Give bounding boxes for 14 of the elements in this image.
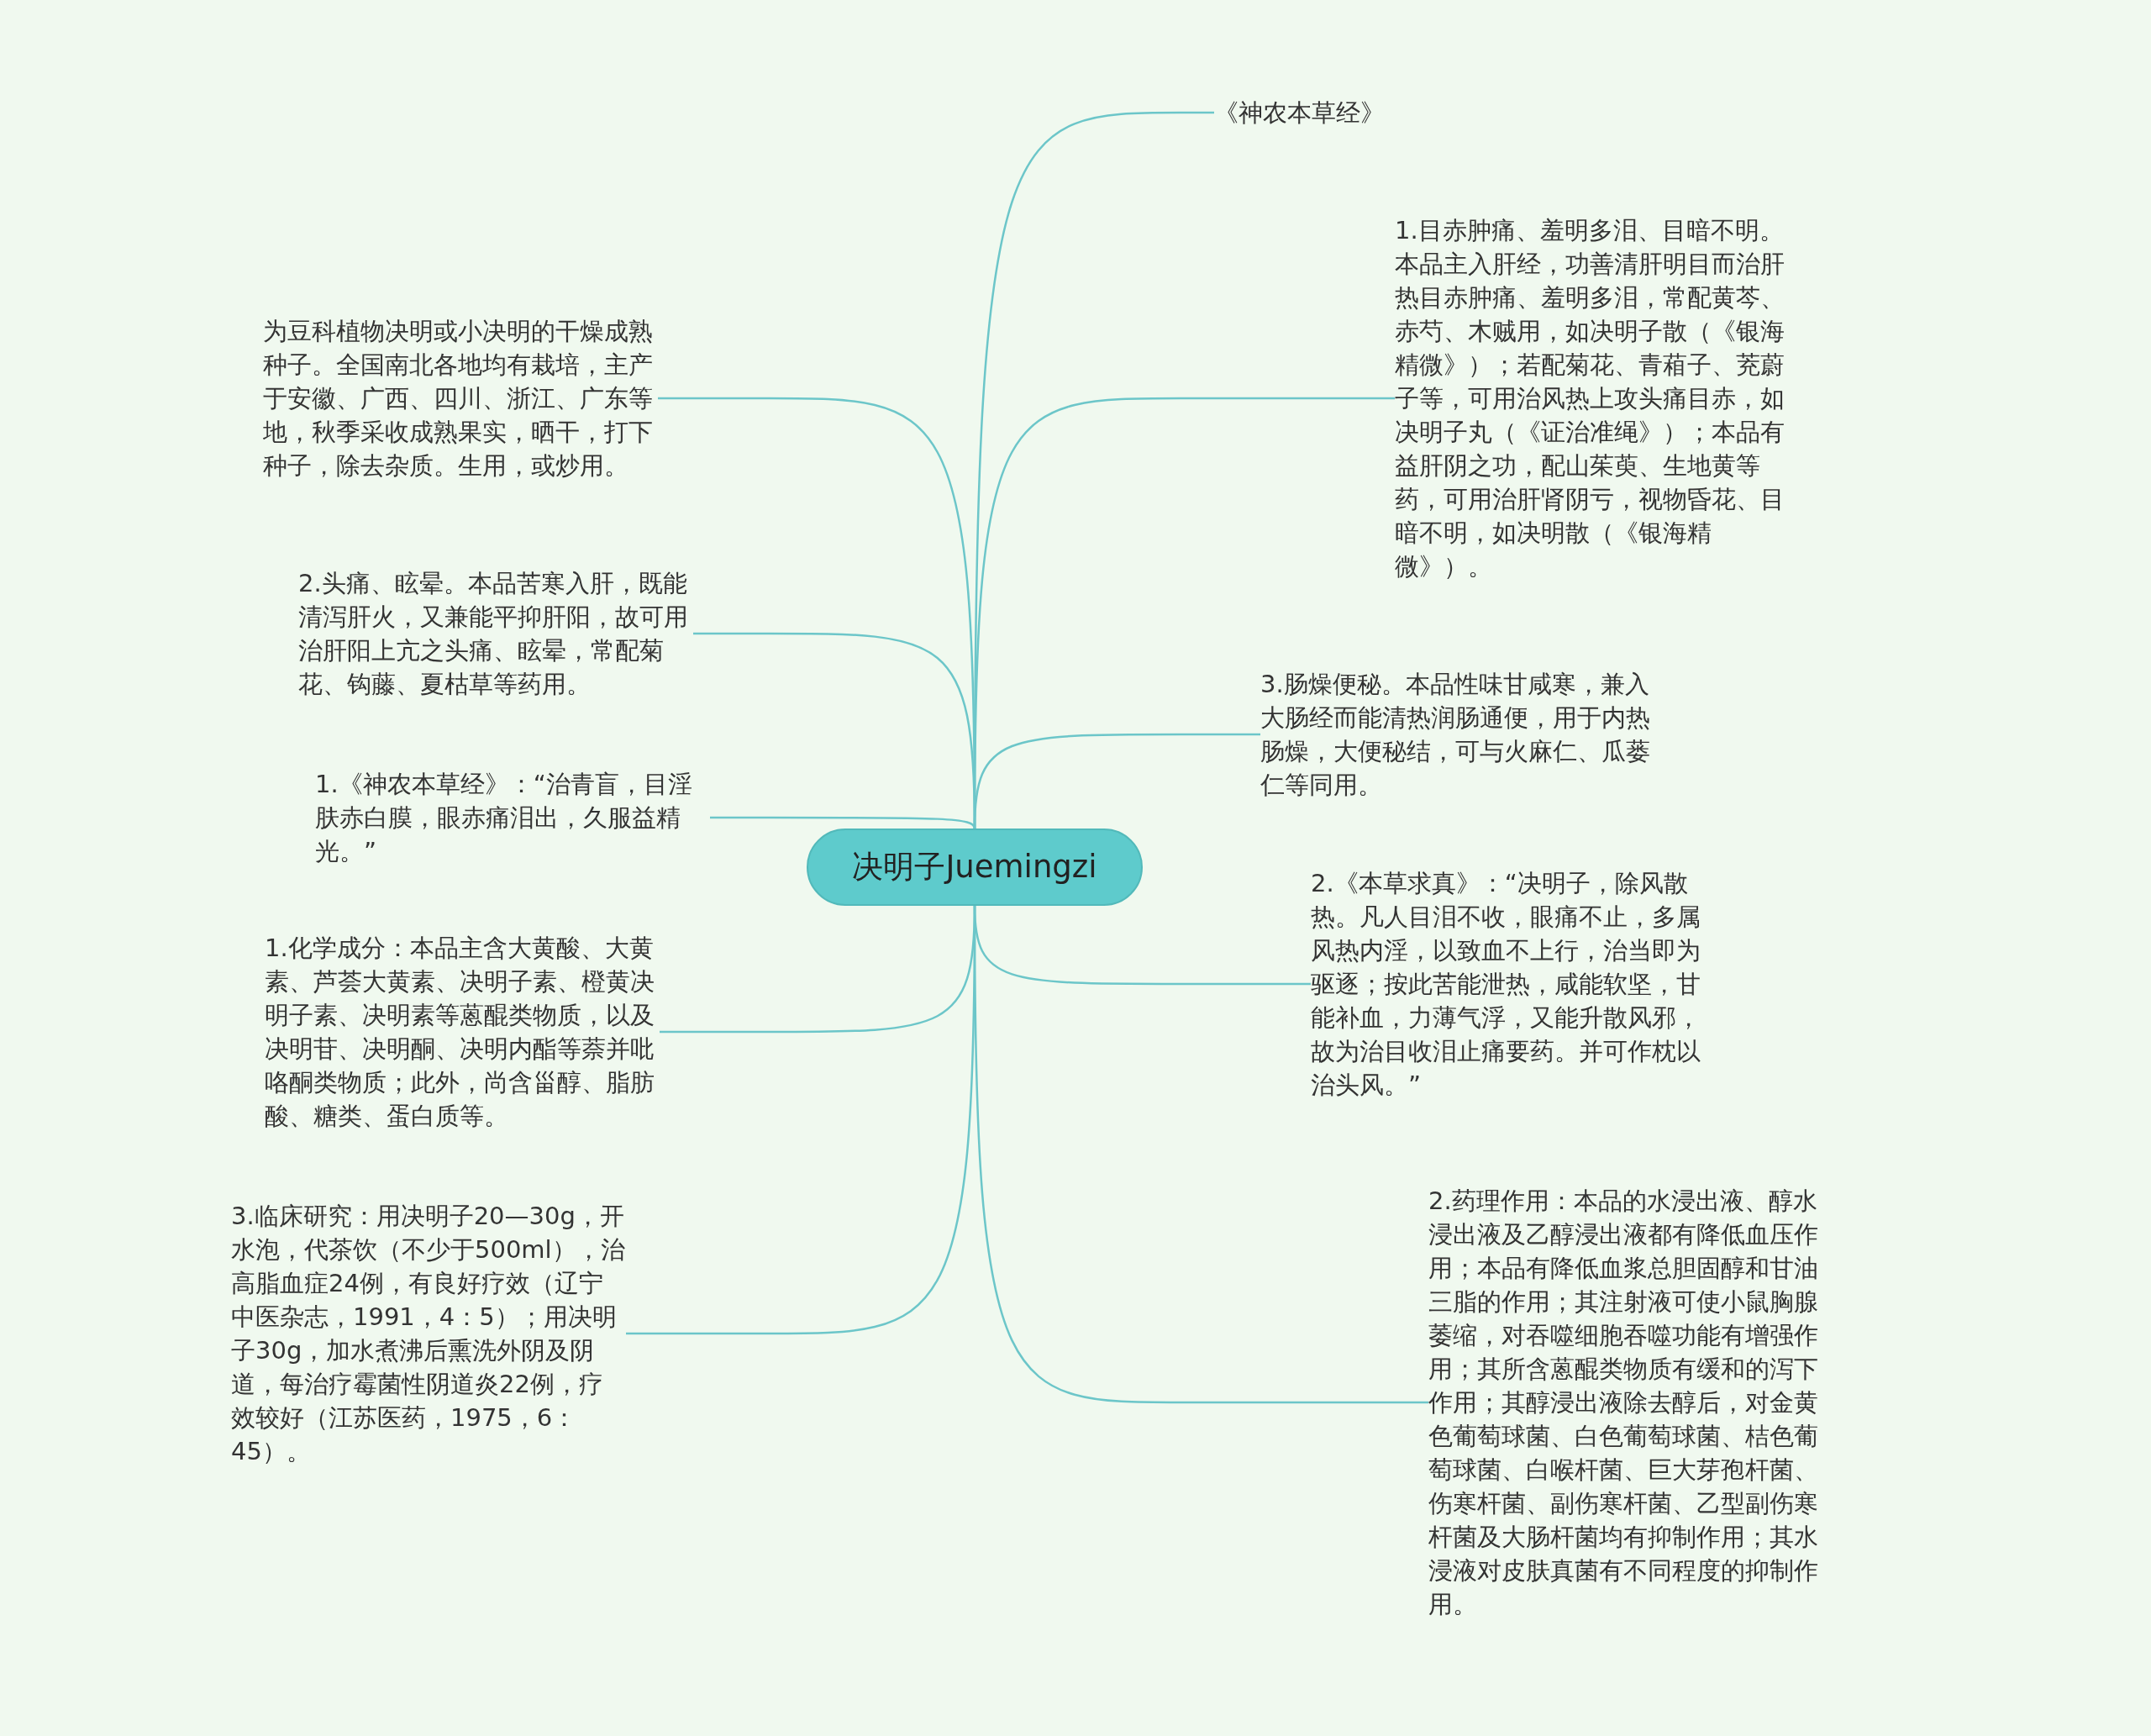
topic-text: 为豆科植物决明或小决明的干燥成熟种子。全国南北各地均有栽培，主产于安徽、广西、四川、浙江、广东等地，秋季采收成熟果实，晒干，打下种子，除去杂质。生用，或炒用。 xyxy=(263,314,658,482)
topic-text: 1.目赤肿痛、羞明多泪、目暗不明。本品主入肝经，功善清肝明目而治肝热目赤肿痛、羞明多泪，常配黄芩、赤芍、木贼用，如决明子散（《银海精微》）；若配菊花、青葙子、茺蔚子等，可用治风热上攻头痛目赤，如决明子丸（《证治准绳》）；本品有益肝阴之功，配山茱萸、生地黄等药，可用治肝肾阴亏，视物昏花、目暗不明，如决明散（《银海精微》）。 xyxy=(1395,213,1790,583)
topic-text: 2.头痛、眩晕。本品苦寒入肝，既能清泻肝火，又兼能平抑肝阳，故可用治肝阳上亢之头痛、眩晕，常配菊花、钩藤、夏枯草等药用。 xyxy=(298,566,693,701)
branch-line xyxy=(693,632,976,829)
topic-text: 3.临床研究：用决明子20—30g，开水泡，代茶饮（不少于500ml），治高脂血症24例，有良好疗效（辽宁中医杂志，1991，4：5）；用决明子30g，加水煮沸后熏洗外阴及阴道，每治疗霉菌性阴道炎22例，疗效较好（江苏医药，1975，6：45）。 xyxy=(231,1199,626,1468)
topic-text: 1.化学成分：本品主含大黄酸、大黄素、芦荟大黄素、决明子素、橙黄决明子素、决明素等蒽醌类物质，以及决明苷、决明酮、决明内酯等萘并吡咯酮类物质；此外，尚含甾醇、脂肪酸、糖类、蛋白质等。 xyxy=(265,931,660,1133)
branch-line xyxy=(710,816,976,829)
topic-text: 1.《神农本草经》：“治青盲，目淫肤赤白膜，眼赤痛泪出，久服益精光。” xyxy=(315,767,710,868)
topic-text: 2.《本草求真》：“决明子，除风散热。凡人目泪不收，眼痛不止，多属风热内淫，以致血不上行，治当即为驱逐；按此苦能泄热，咸能软坚，甘能补血，力薄气浮，又能升散风邪，故为治目收泪止痛要药。并可作枕以治头风。” xyxy=(1311,866,1706,1102)
topic-text: 3.肠燥便秘。本品性味甘咸寒，兼入大肠经而能清热润肠通便，用于内热肠燥，大便秘结，可与火麻仁、瓜蒌仁等同用。 xyxy=(1260,667,1655,802)
topic-text: 2.药理作用：本品的水浸出液、醇水浸出液及乙醇浸出液都有降低血压作用；本品有降低血浆总胆固醇和甘油三脂的作用；其注射液可使小鼠胸腺萎缩，对吞噬细胞吞噬功能有增强作用；其所含蒽醌类物质有缓和的泻下作用；其醇浸出液除去醇后，对金黄色葡萄球菌、白色葡萄球菌、桔色葡萄球菌、白喉杆菌、巨大芽孢杆菌、伤寒杆菌、副伤寒杆菌、乙型副伤寒杆菌及大肠杆菌均有抑制作用；其水浸液对皮肤真菌有不同程度的抑制作用。 xyxy=(1428,1184,1823,1621)
central-topic: 决明子Juemingzi xyxy=(807,829,1143,906)
branch-line xyxy=(626,906,976,1335)
topic-text: 《神农本草经》 xyxy=(1214,96,1449,129)
